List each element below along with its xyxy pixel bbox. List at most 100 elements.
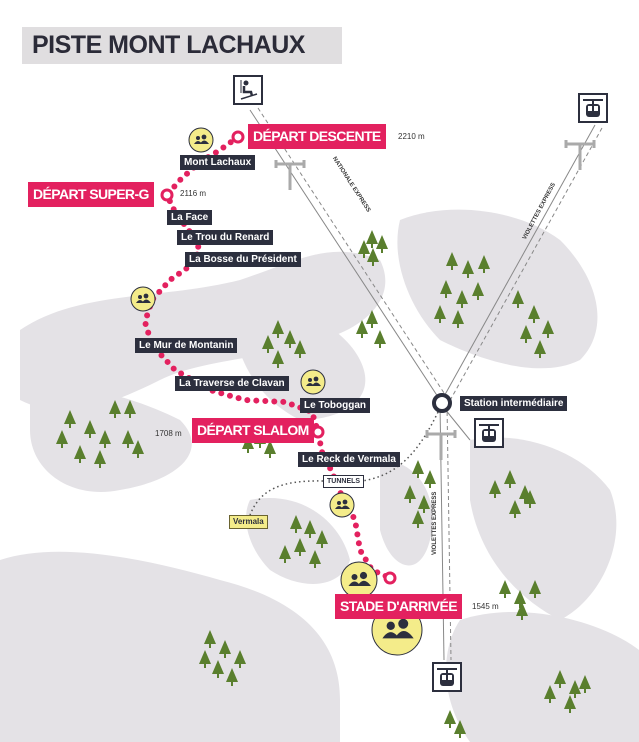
tree-icon [504,470,516,488]
tree-icon [226,668,238,686]
tree-icon [542,320,554,338]
tree-icon [374,330,386,348]
tree-icon [456,290,468,308]
section-label[interactable]: Le Reck de Vermala [298,452,400,467]
tree-icon [284,330,296,348]
tree-icon [212,660,224,678]
tunnels-label: TUNNELS [323,475,365,488]
vermala-label[interactable]: Vermala [229,515,268,529]
tree-icon [294,538,306,556]
tree-icon [64,410,76,428]
station-marker[interactable] [432,393,452,413]
spectators-icons [130,127,423,656]
tree-icon [366,230,378,248]
tunnel-path [249,407,441,516]
section-label[interactable]: Le Mur de Montanin [135,338,238,353]
tree-icon [199,650,211,668]
tree-icon [524,490,536,508]
section-label[interactable]: La Bosse du Président [185,252,301,267]
tree-icon [452,310,464,328]
tree-icon [122,430,134,448]
tree-icon [219,640,231,658]
tree-icon [304,520,316,538]
section-label[interactable]: Le Trou du Renard [177,230,274,245]
tree-icon [234,650,246,668]
tree-icon [509,500,521,518]
tree-icon [56,430,68,448]
pylon-icon [425,430,457,460]
race-route [141,134,393,581]
section-label[interactable]: La Traverse de Clavan [175,376,289,391]
finish-arrivee[interactable]: STADE D'ARRIVÉE [335,594,462,619]
tree-icon [579,675,591,693]
tree-icon [489,480,501,498]
tree-icon [316,530,328,548]
tree-icon [404,485,416,503]
pylon-icons [274,140,596,460]
tree-icon [528,305,540,323]
tree-icon [358,240,370,258]
tree-icon [569,680,581,698]
tree-icon [376,235,388,253]
tree-icon [294,340,306,358]
tree-icon [204,630,216,648]
tree-icon [520,325,532,343]
pylon-icon [274,160,306,190]
tree-icon [99,430,111,448]
section-label[interactable]: La Face [167,210,213,225]
pylon-icon [564,140,596,170]
spectators-icon [329,492,355,518]
tree-icon [454,720,466,738]
tree-icon [279,545,291,563]
gondola-icon [474,418,504,448]
spectators-icon [340,561,378,599]
tree-icon [418,495,430,513]
altitude-slalom: 1708 m [155,429,182,438]
tree-icon [462,260,474,278]
tree-icon [366,310,378,328]
tree-icon [446,252,458,270]
tree-icon [444,710,456,728]
spectators-icon [188,127,214,153]
section-label[interactable]: Mont Lachaux [180,155,256,170]
start-descente[interactable]: DÉPART DESCENTE [248,124,386,149]
spectators-icon [300,369,326,395]
altitude-superg: 2116 m [180,189,207,198]
altitude-descente: 2210 m [398,132,425,141]
chairlift-icon [233,75,263,105]
section-label[interactable]: Le Toboggan [300,398,371,413]
tree-icon [94,450,106,468]
page-title: PISTE MONT LACHAUX [22,27,342,64]
start-slalom[interactable]: DÉPART SLALOM [192,418,314,443]
tree-icon [424,470,436,488]
tree-icon [272,350,284,368]
tree-icon [514,590,526,608]
tree-icon [534,340,546,358]
start-markers [160,130,397,585]
tree-icon [440,280,452,298]
tree-icon [272,320,284,338]
tree-icon [412,460,424,478]
tree-icon [74,445,86,463]
tree-icon [544,685,556,703]
tree-icon [478,255,490,273]
tree-icon [264,440,276,458]
tree-icon [472,282,484,300]
tree-icon [124,400,136,418]
start-superg[interactable]: DÉPART SUPER-G [28,182,154,207]
tree-icon [529,580,541,598]
tree-icon [109,400,121,418]
tree-icon [356,320,368,338]
tree-icon [242,435,254,453]
tree-icon [499,580,511,598]
tree-icon [262,335,274,353]
tree-icon [84,420,96,438]
tree-icon [309,550,321,568]
tree-icon [516,602,528,620]
terrain [0,209,639,742]
tree-icon [367,248,379,266]
trees [56,230,591,738]
station-label[interactable]: Station intermédiaire [460,396,568,411]
